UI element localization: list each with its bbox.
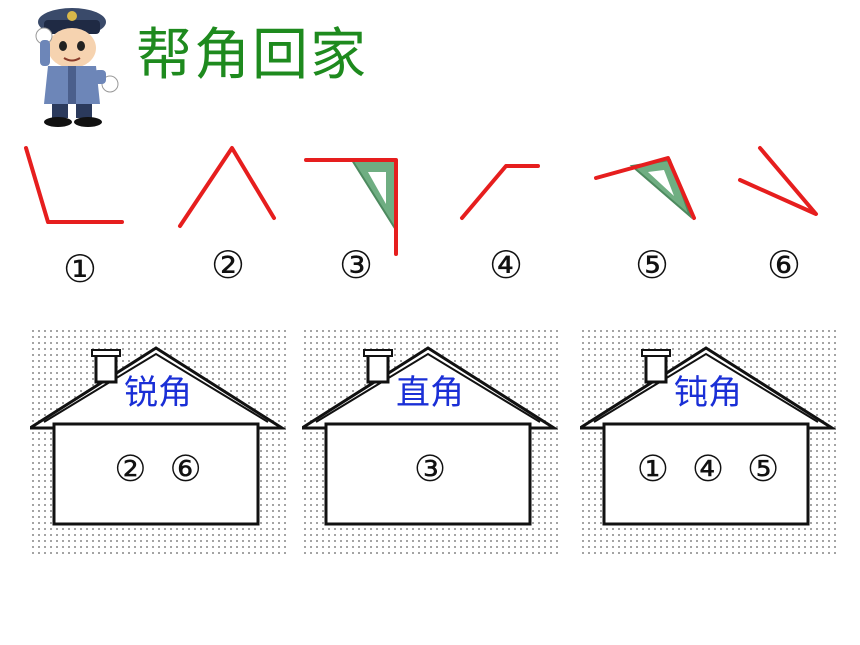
house-right: 直角 ③ [302, 328, 558, 558]
house-members-acute: ② ⑥ [114, 449, 202, 490]
house-members-obtuse: ① ④ ⑤ [636, 449, 780, 490]
angle-label-6: ⑥ [766, 243, 802, 287]
angle-2-figure [178, 146, 276, 228]
house-outline [30, 346, 286, 526]
angle-label-4: ④ [488, 243, 524, 287]
house-obtuse: 钝角 ① ④ ⑤ [580, 328, 836, 558]
angle-6-figure [738, 146, 818, 216]
police-officer-mascot-icon [35, 8, 119, 127]
angle-1-figure [24, 146, 124, 224]
house-acute: 锐角 ② ⑥ [30, 328, 286, 558]
house-label-obtuse: 钝角 [674, 373, 742, 413]
house-outline [302, 346, 558, 526]
angle-3-figure [304, 158, 398, 256]
house-label-acute: 锐角 [124, 373, 192, 413]
angle-label-5: ⑤ [634, 243, 670, 287]
house-members-right: ③ [413, 449, 447, 490]
page-title: 帮角回家 [136, 23, 368, 88]
angle-5-figure [594, 156, 696, 220]
angle-label-3: ③ [338, 243, 374, 287]
angle-label-2: ② [210, 243, 246, 287]
house-label-right: 直角 [396, 373, 464, 413]
angle-label-1: ① [62, 247, 98, 291]
house-outline [580, 346, 836, 526]
angle-figures [24, 146, 818, 256]
angle-4-figure [460, 164, 540, 220]
